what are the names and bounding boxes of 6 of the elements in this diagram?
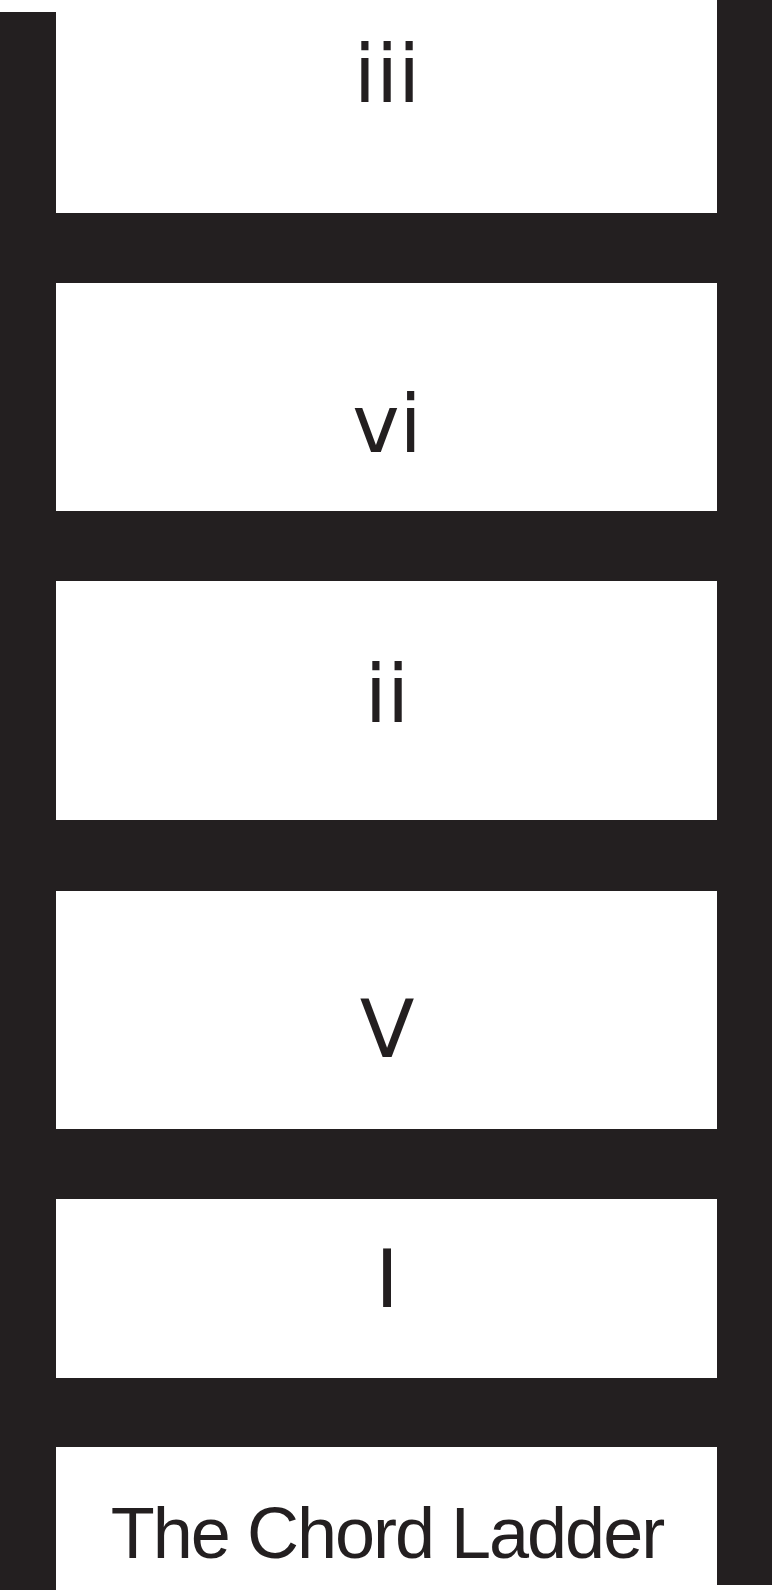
caption-text: The Chord Ladder <box>110 1493 664 1573</box>
chord-numeral: ii <box>364 655 410 735</box>
chord-numeral: iii <box>353 35 421 115</box>
chord-numeral: vi <box>352 385 422 465</box>
chord-numeral: V <box>359 990 415 1070</box>
chord-numeral: I <box>375 1240 399 1320</box>
